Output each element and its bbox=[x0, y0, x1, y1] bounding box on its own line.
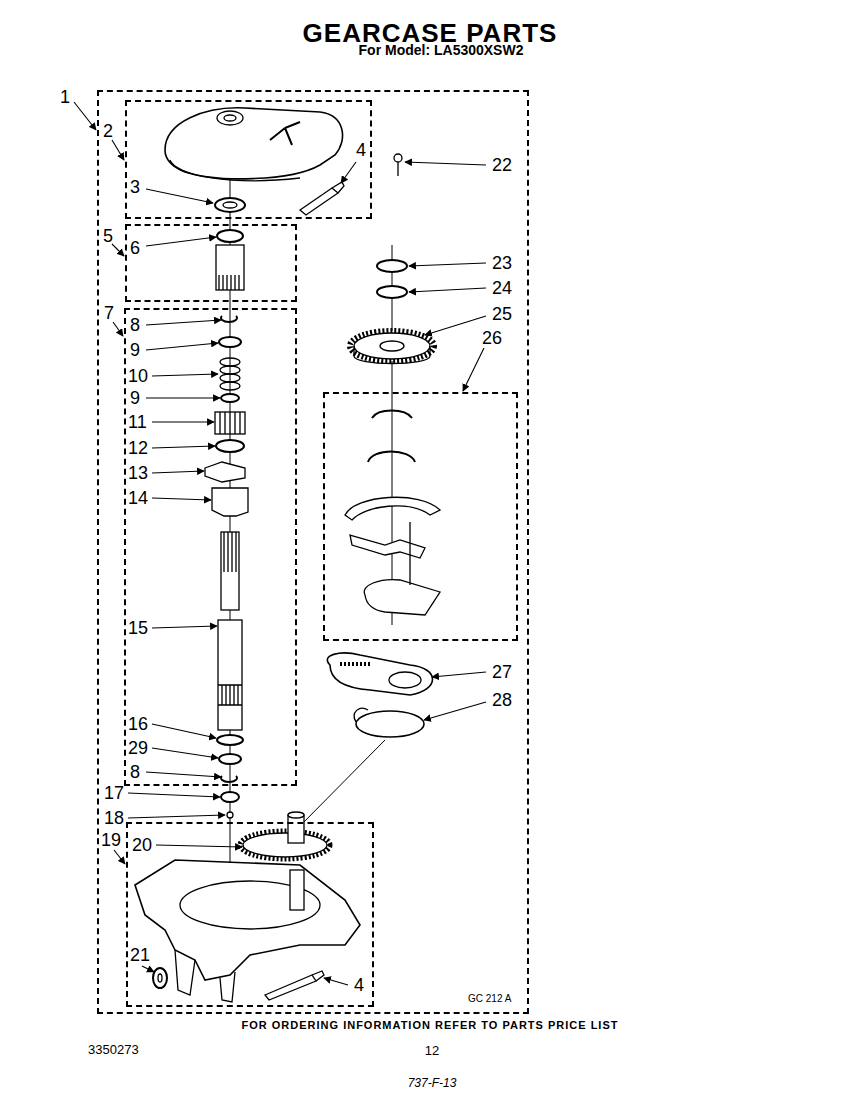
callout-number: 8 bbox=[130, 316, 140, 334]
callout-number: 7 bbox=[104, 304, 114, 322]
group-box: 25726191 bbox=[97, 90, 529, 1014]
callout-number: 27 bbox=[492, 663, 512, 681]
model-number: For Model: LA5300XSW2 bbox=[359, 43, 524, 57]
group-box: 2 bbox=[125, 100, 372, 219]
callout-number: 12 bbox=[128, 439, 148, 457]
callout-number: 15 bbox=[128, 619, 148, 637]
callout-number: 28 bbox=[492, 691, 512, 709]
group-box: 7 bbox=[124, 308, 297, 786]
callout-number: 5 bbox=[103, 227, 113, 245]
callout-number: 9 bbox=[130, 389, 140, 407]
callout-number: 22 bbox=[492, 156, 512, 174]
callout-number: 14 bbox=[128, 489, 148, 507]
callout-number: 21 bbox=[130, 946, 150, 964]
callout-number: 26 bbox=[482, 329, 502, 347]
callout-number: 19 bbox=[101, 831, 121, 849]
group-box: 5 bbox=[125, 224, 297, 302]
page-number: 12 bbox=[425, 1044, 439, 1057]
callout-number: 9 bbox=[130, 341, 140, 359]
callout-number: 6 bbox=[130, 239, 140, 257]
group-box: 26 bbox=[323, 392, 518, 641]
callout-number: 29 bbox=[128, 739, 148, 757]
callout-number: 10 bbox=[128, 367, 148, 385]
figure-code: GC 212 A bbox=[468, 994, 511, 1004]
handwritten-code: 737-F-13 bbox=[408, 1077, 457, 1089]
document-number: 3350273 bbox=[88, 1043, 139, 1056]
leader-lines bbox=[74, 102, 486, 985]
group-box: 19 bbox=[126, 822, 374, 1007]
callout-number: 23 bbox=[492, 254, 512, 272]
callout-number: 3 bbox=[130, 178, 140, 196]
callout-number: 2 bbox=[103, 122, 113, 140]
callout-number: 1 bbox=[60, 88, 70, 106]
callout-number: 16 bbox=[128, 715, 148, 733]
callout-number: 25 bbox=[492, 305, 512, 323]
callout-number: 4 bbox=[356, 141, 366, 159]
callout-number: 18 bbox=[104, 809, 124, 827]
callout-number: 11 bbox=[128, 413, 147, 431]
callout-number: 4 bbox=[354, 976, 364, 994]
callout-number: 20 bbox=[132, 836, 152, 854]
callout-number: 24 bbox=[492, 279, 512, 297]
callout-number: 13 bbox=[128, 464, 148, 482]
ordering-note: FOR ORDERING INFORMATION REFER TO PARTS … bbox=[242, 1020, 619, 1031]
callout-number: 17 bbox=[104, 784, 124, 802]
callout-number: 8 bbox=[130, 763, 140, 781]
